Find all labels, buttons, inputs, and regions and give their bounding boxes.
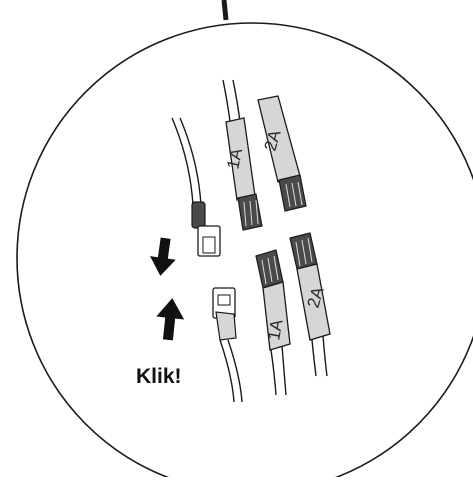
down-arrow-icon: [149, 237, 176, 276]
left-plug-top: [171, 117, 221, 257]
up-arrow-icon: [156, 298, 185, 341]
left-plug-bottom: [212, 287, 243, 403]
top-connector-2a: [257, 95, 307, 212]
klik-label: Klik!: [136, 365, 182, 388]
top-connector-1a: [222, 79, 263, 231]
top-cable: [221, 0, 229, 21]
label-bottom-1a: 1A: [264, 317, 286, 341]
detail-circle: [16, 22, 473, 482]
bottom-connector-2a: [289, 232, 331, 377]
bottom-connector-1a: [255, 249, 291, 396]
label-top-1a: 1A: [223, 146, 246, 171]
